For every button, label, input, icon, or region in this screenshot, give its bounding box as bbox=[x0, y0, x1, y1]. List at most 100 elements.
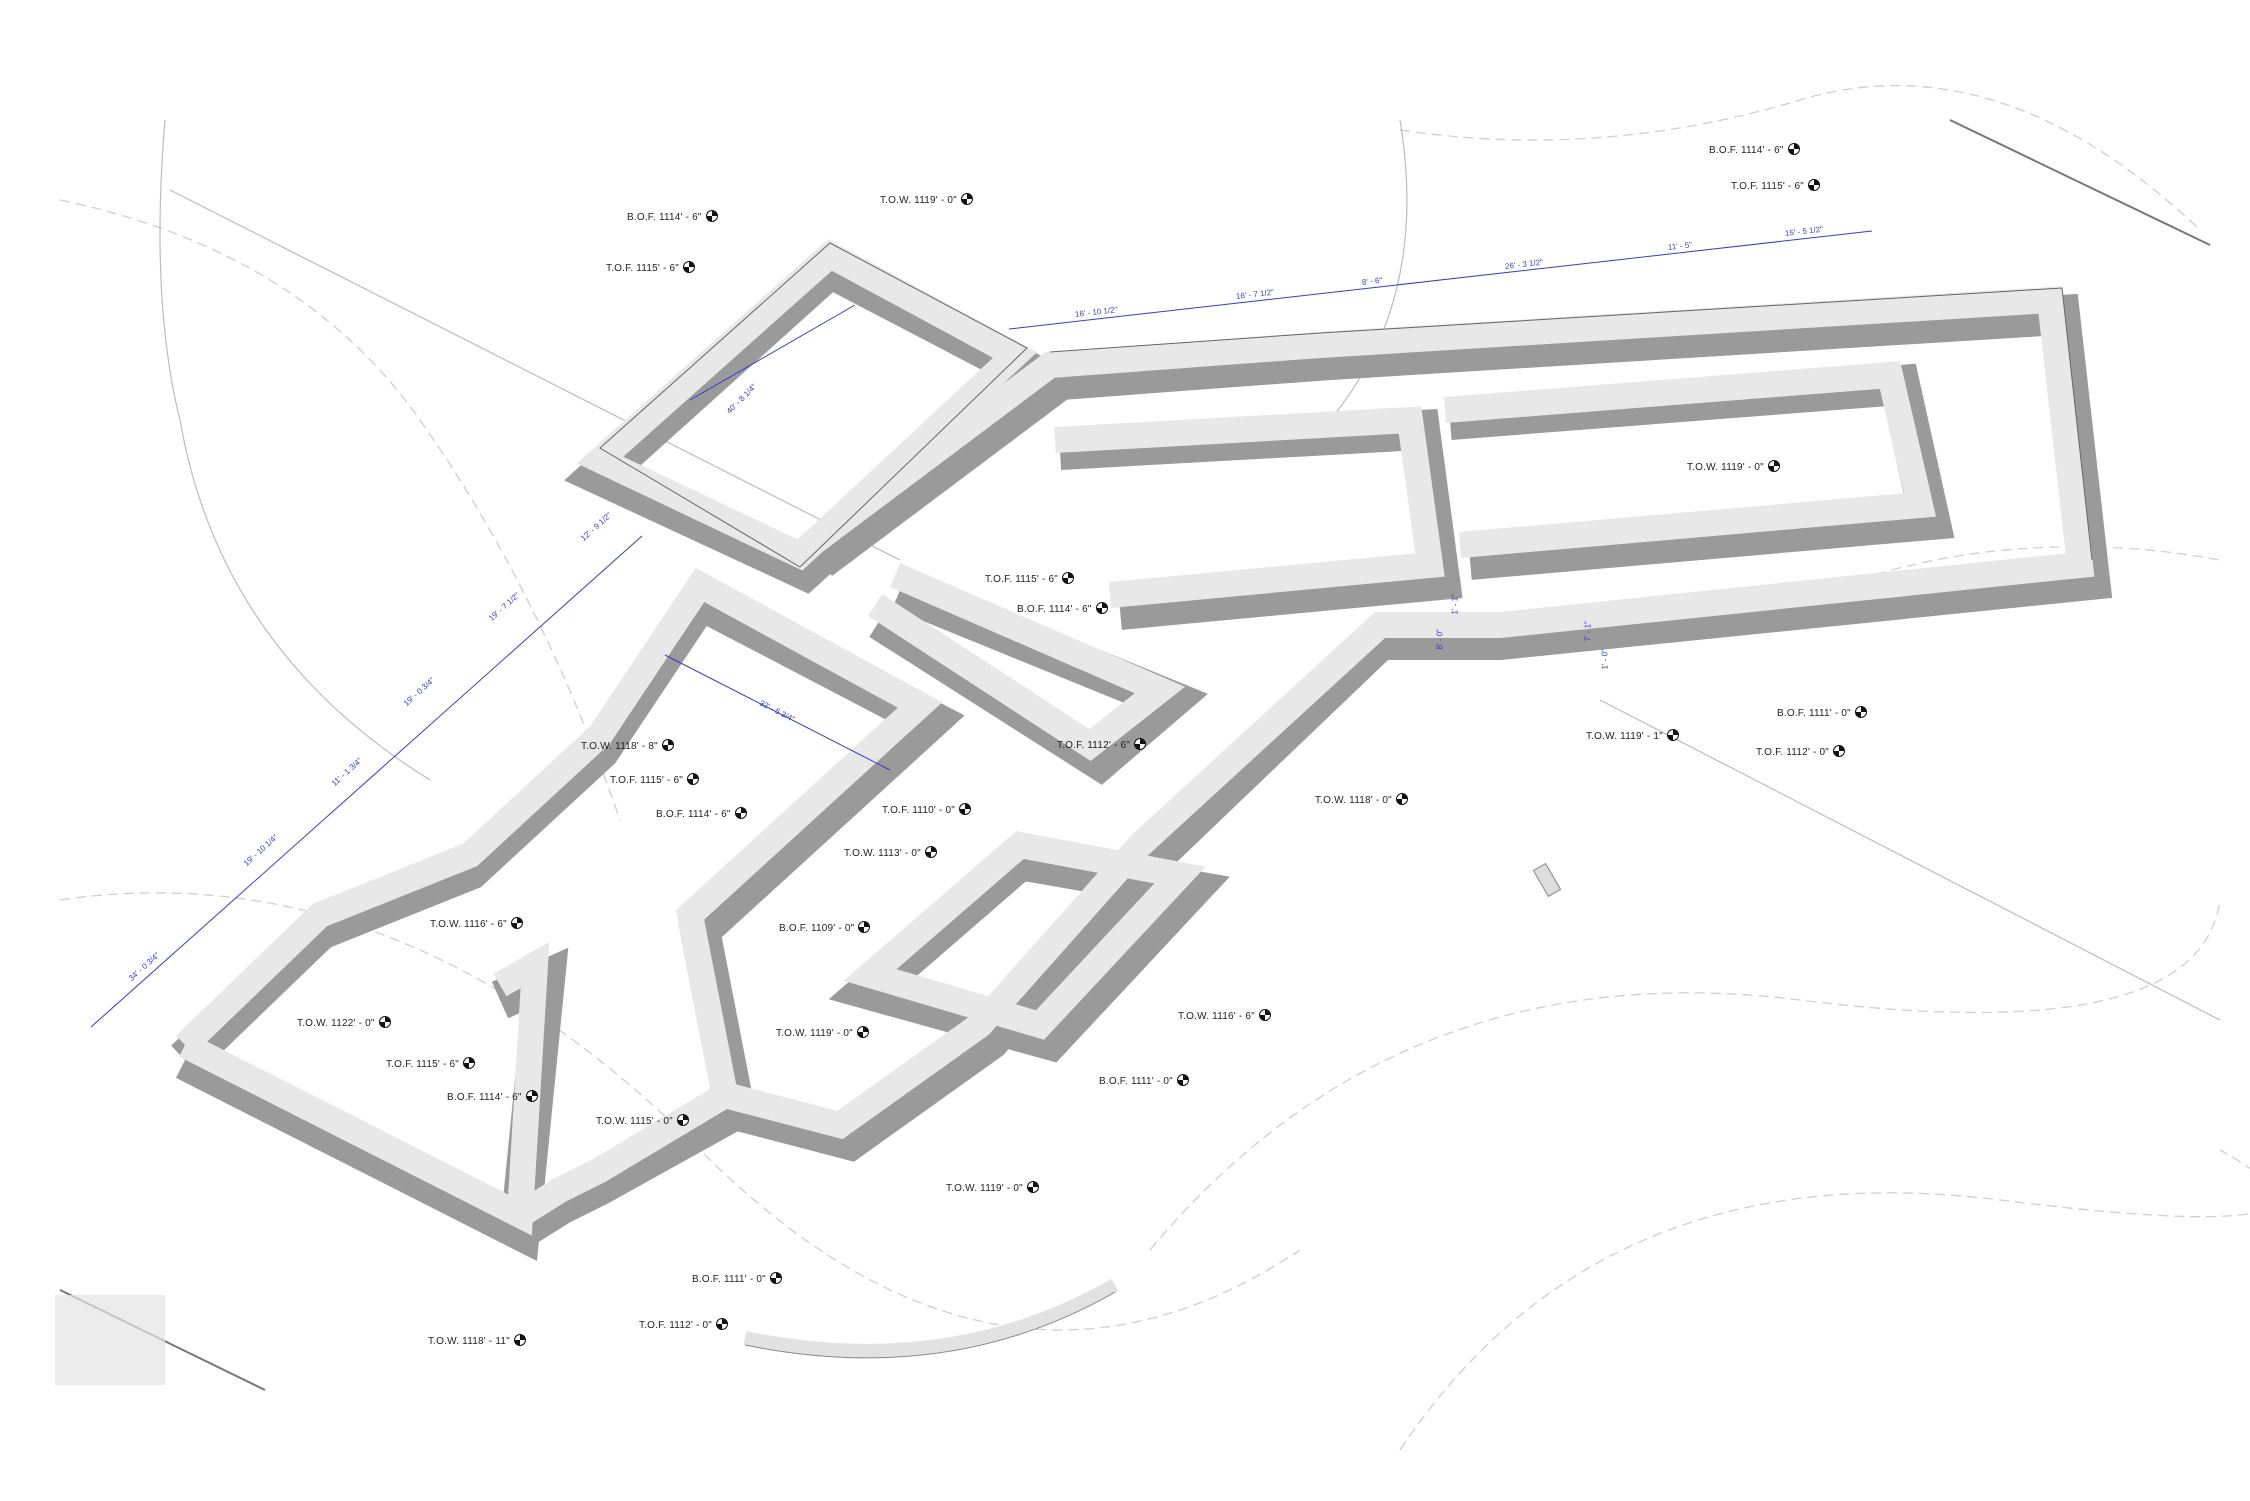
dimension-label: 7' - 1" bbox=[1583, 621, 1593, 642]
elevation-tag-label: B.O.F. 1111' - 0" bbox=[692, 1274, 766, 1285]
elevation-tag: T.O.W. 1119' - 0" bbox=[880, 193, 973, 206]
elevation-marker-icon bbox=[661, 739, 674, 751]
elevation-tag-label: T.O.W. 1113' - 0" bbox=[844, 848, 921, 859]
elevation-tag: T.O.W. 1119' - 0" bbox=[1687, 460, 1780, 473]
elevation-marker-icon bbox=[462, 1057, 475, 1069]
elevation-tag-label: T.O.F. 1112' - 6" bbox=[1057, 740, 1130, 751]
elevation-marker-icon bbox=[682, 261, 695, 273]
elevation-tag-label: T.O.W. 1119' - 0" bbox=[880, 195, 957, 206]
elevation-marker-icon bbox=[1026, 1181, 1039, 1193]
elevation-tag-label: B.O.F. 1109' - 0" bbox=[779, 923, 855, 934]
elevation-tag-label: T.O.W. 1119' - 0" bbox=[1687, 462, 1764, 473]
hatched-paving bbox=[55, 1295, 165, 1385]
elevation-marker-icon bbox=[513, 1334, 526, 1346]
elevation-tag: T.O.W. 1116' - 6" bbox=[1178, 1009, 1271, 1022]
elevation-tag: T.O.W. 1116' - 6" bbox=[430, 917, 523, 930]
dimension-lines bbox=[90, 230, 1873, 1028]
elevation-tag-label: T.O.F. 1115' - 6" bbox=[610, 775, 683, 786]
elevation-marker-icon bbox=[1787, 143, 1800, 155]
elevation-marker-icon bbox=[1095, 602, 1108, 614]
elevation-tag: T.O.F. 1110' - 0" bbox=[882, 803, 971, 816]
elevation-tag: B.O.F. 1114' - 6" bbox=[1017, 602, 1108, 615]
elevation-marker-icon bbox=[1258, 1009, 1271, 1021]
elevation-marker-icon bbox=[1807, 179, 1820, 191]
elevation-tag-label: B.O.F. 1111' - 0" bbox=[1099, 1076, 1173, 1087]
elevation-tag: T.O.W. 1119' - 0" bbox=[946, 1181, 1039, 1194]
elevation-tag-label: T.O.W. 1118' - 0" bbox=[1315, 795, 1392, 806]
elevation-tag-label: B.O.F. 1111' - 0" bbox=[1777, 708, 1851, 719]
elevation-tag-label: T.O.F. 1112' - 0" bbox=[639, 1320, 712, 1331]
elevation-tag: B.O.F. 1114' - 6" bbox=[1709, 143, 1800, 156]
elevation-marker-icon bbox=[378, 1016, 391, 1028]
elevation-tag-label: B.O.F. 1114' - 6" bbox=[1709, 145, 1784, 156]
dimension-label: 8' - 0" bbox=[1435, 629, 1445, 650]
elevation-tag: T.O.F. 1115' - 6" bbox=[386, 1057, 475, 1070]
curved-site-wall bbox=[743, 1278, 1119, 1358]
elevation-marker-icon bbox=[1666, 729, 1679, 741]
elevation-tag: T.O.W. 1122' - 0" bbox=[297, 1016, 391, 1029]
elevation-marker-icon bbox=[1133, 738, 1146, 750]
elevation-marker-icon bbox=[1176, 1074, 1189, 1086]
elevation-tag: T.O.W. 1115' - 0" bbox=[596, 1114, 689, 1127]
elevation-tag-label: T.O.F. 1115' - 6" bbox=[985, 574, 1058, 585]
elevation-marker-icon bbox=[734, 807, 747, 819]
elevation-tag-label: T.O.W. 1116' - 6" bbox=[1178, 1011, 1255, 1022]
elevation-marker-icon bbox=[1832, 745, 1845, 757]
elevation-tag: B.O.F. 1111' - 0" bbox=[692, 1272, 782, 1285]
elevation-marker-icon bbox=[1395, 793, 1408, 805]
elevation-tag-label: T.O.W. 1116' - 6" bbox=[430, 919, 507, 930]
wall-edges bbox=[599, 242, 2093, 568]
elevation-marker-icon bbox=[510, 917, 523, 929]
elevation-tag: T.O.F. 1112' - 0" bbox=[639, 1318, 728, 1331]
elevation-marker-icon bbox=[958, 803, 971, 815]
dimension-label: 1' - 0" bbox=[1600, 649, 1610, 670]
elevation-tag: T.O.F. 1115' - 6" bbox=[606, 261, 695, 274]
elevation-tag: B.O.F. 1114' - 6" bbox=[656, 807, 747, 820]
elevation-marker-icon bbox=[686, 773, 699, 785]
elevation-tag-label: B.O.F. 1114' - 6" bbox=[1017, 604, 1092, 615]
elevation-tag-label: T.O.W. 1119' - 0" bbox=[776, 1028, 853, 1039]
elevation-tag: B.O.F. 1111' - 0" bbox=[1777, 706, 1867, 719]
elevation-marker-icon bbox=[525, 1090, 538, 1102]
elevation-tag: T.O.W. 1119' - 0" bbox=[776, 1026, 869, 1039]
elevation-marker-icon bbox=[1854, 706, 1867, 718]
elevation-marker-icon bbox=[1767, 460, 1780, 472]
elevation-tag-label: T.O.F. 1112' - 0" bbox=[1756, 747, 1829, 758]
site-contours bbox=[59, 84, 2250, 1451]
elevation-marker-icon bbox=[715, 1318, 728, 1330]
elevation-tag: T.O.W. 1118' - 11" bbox=[428, 1334, 526, 1347]
elevation-tag: B.O.F. 1109' - 0" bbox=[779, 921, 871, 934]
elevation-marker-icon bbox=[858, 921, 871, 933]
elevation-tag-label: T.O.W. 1118' - 8" bbox=[581, 741, 658, 752]
elevation-tag-label: B.O.F. 1114' - 6" bbox=[627, 212, 702, 223]
elevation-marker-icon bbox=[1061, 572, 1074, 584]
elevation-tag: T.O.F. 1115' - 6" bbox=[1731, 179, 1820, 192]
elevation-tag: T.O.F. 1112' - 0" bbox=[1756, 745, 1845, 758]
small-block bbox=[1532, 862, 1562, 898]
elevation-tag: T.O.W. 1118' - 8" bbox=[581, 739, 674, 752]
elevation-tag-label: T.O.W. 1122' - 0" bbox=[297, 1018, 375, 1029]
elevation-marker-icon bbox=[960, 193, 973, 205]
elevation-tag: T.O.F. 1112' - 6" bbox=[1057, 738, 1146, 751]
elevation-tag-label: T.O.W. 1115' - 0" bbox=[596, 1116, 673, 1127]
elevation-tag: T.O.W. 1119' - 1" bbox=[1586, 729, 1679, 742]
elevation-tag-label: B.O.F. 1114' - 6" bbox=[656, 809, 731, 820]
elevation-tag: T.O.F. 1115' - 6" bbox=[985, 572, 1074, 585]
elevation-marker-icon bbox=[856, 1026, 869, 1038]
dimension-label: 1' - 1" bbox=[1450, 594, 1460, 615]
elevation-tag: B.O.F. 1114' - 6" bbox=[447, 1090, 538, 1103]
elevation-tag: T.O.W. 1118' - 0" bbox=[1315, 793, 1408, 806]
elevation-tag-label: T.O.W. 1118' - 11" bbox=[428, 1336, 510, 1347]
elevation-marker-icon bbox=[924, 846, 937, 858]
elevation-tag-label: T.O.W. 1119' - 1" bbox=[1586, 731, 1663, 742]
elevation-tag-label: B.O.F. 1114' - 6" bbox=[447, 1092, 522, 1103]
elevation-marker-icon bbox=[676, 1114, 689, 1126]
concrete-walls bbox=[175, 239, 2095, 1236]
elevation-tag: B.O.F. 1114' - 6" bbox=[627, 210, 718, 223]
elevation-marker-icon bbox=[705, 210, 718, 222]
elevation-tag: T.O.W. 1113' - 0" bbox=[844, 846, 937, 859]
elevation-tag-label: T.O.F. 1110' - 0" bbox=[882, 805, 955, 816]
elevation-tag: B.O.F. 1111' - 0" bbox=[1099, 1074, 1189, 1087]
